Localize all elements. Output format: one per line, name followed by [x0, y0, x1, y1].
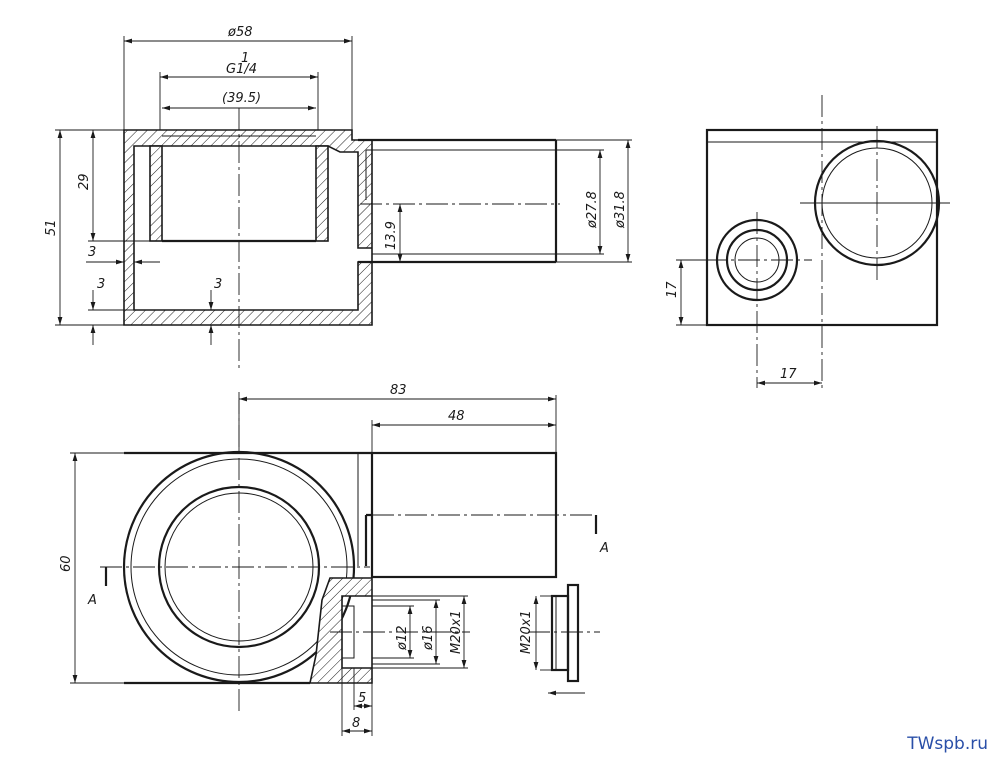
plan-view: A A 83 48 60 ø12 ø16 M20x1 5	[59, 383, 609, 736]
outlet-pipe	[358, 138, 558, 264]
dim-outlet-length: 48	[448, 409, 465, 424]
dim-port-thread: M20x1	[449, 610, 464, 654]
dim-wall-bottom-left: 3	[97, 277, 105, 292]
dim-wall-bottom-mid: 3	[214, 277, 222, 292]
dim-thread-num: 1	[241, 51, 249, 66]
socket-wall-left	[149, 145, 163, 242]
section-mark-right: A	[599, 541, 609, 556]
dim-total-height: 51	[44, 219, 59, 236]
dim-depth-8: 8	[352, 716, 360, 731]
dim-depth-5: 5	[358, 691, 366, 706]
dim-width: 60	[59, 555, 74, 572]
side-view: 17 17	[665, 95, 950, 388]
dim-reference-diameter: (39.5)	[222, 91, 261, 106]
dim-bore: ø12	[395, 626, 410, 652]
dim-outlet-inner-diameter: ø27.8	[585, 191, 600, 229]
socket-wall-right	[315, 145, 329, 242]
plug-detail: M20x1	[519, 583, 600, 696]
section-mark-left: A	[87, 593, 97, 608]
dim-overall-length: 83	[390, 383, 407, 398]
dim-counterbore: ø16	[421, 626, 436, 652]
watermark: TWspb.ru	[907, 734, 988, 754]
dim-outlet-offset: 13.9	[384, 221, 399, 250]
dim-thread: G1/4	[226, 62, 257, 77]
dim-wall-side: 3	[88, 245, 96, 260]
port-section	[309, 577, 373, 684]
dim-outer-diameter: ø58	[227, 25, 253, 40]
dim-socket-height: 29	[77, 173, 92, 190]
dim-port-offset: 17	[780, 367, 797, 382]
dim-port-height: 17	[665, 281, 680, 298]
dim-outlet-outer-diameter: ø31.8	[613, 191, 628, 229]
dim-plug-thread: M20x1	[519, 610, 534, 654]
front-section-view: ø58 1 G1/4 (39.5) 29 51 3 3 3 13.9	[44, 25, 632, 368]
